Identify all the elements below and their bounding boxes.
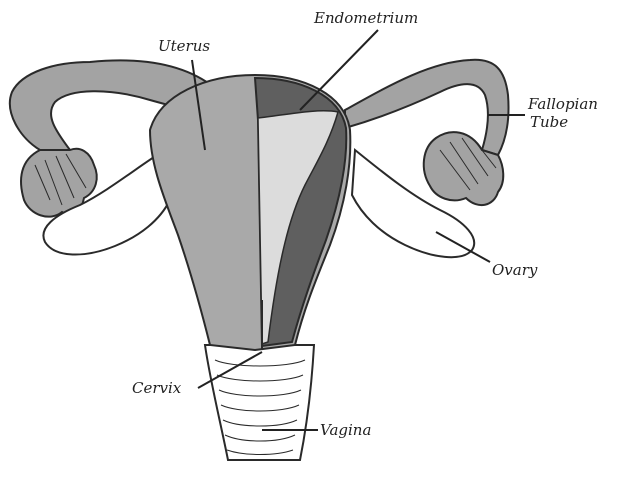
fallopian-tube-label-line1: Fallopian [528,96,598,113]
cervix-label: Cervix [132,380,181,397]
endometrium-label: Endometrium [314,10,418,27]
ovary-label: Ovary [492,262,537,279]
fallopian-tube-label-line2: Tube [530,114,568,131]
uterus-label: Uterus [158,38,210,55]
right-fallopian-tube [345,60,509,155]
vagina-label: Vagina [320,422,371,439]
